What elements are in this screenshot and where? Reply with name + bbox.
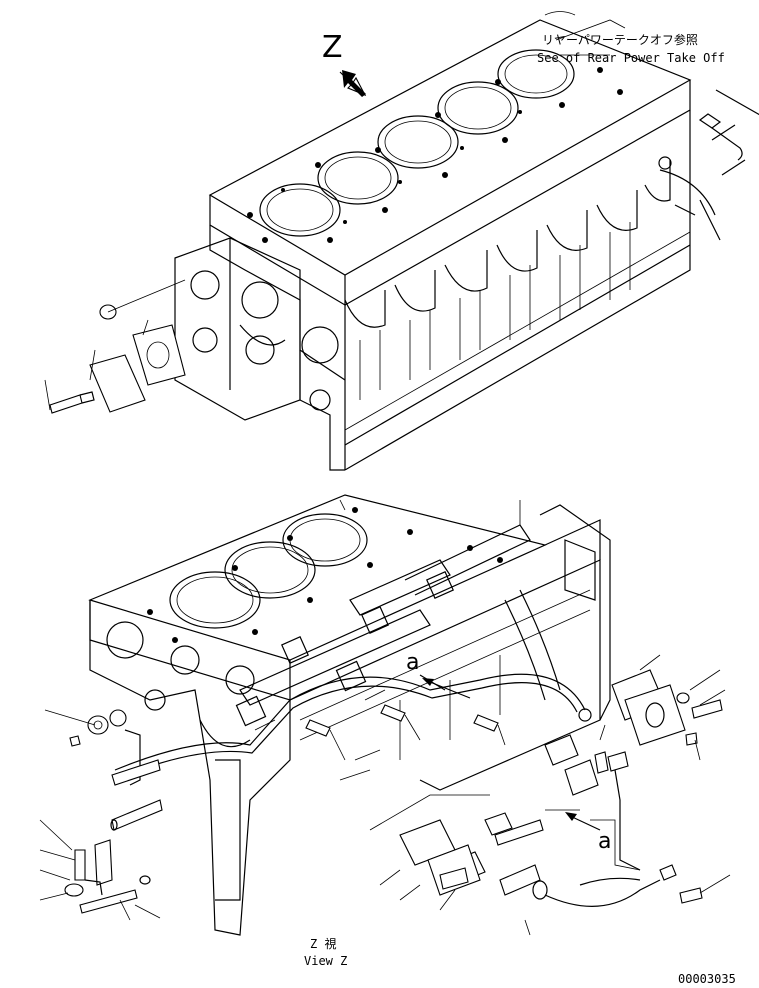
sensor-harness-top	[658, 89, 759, 241]
drawing-number: 00003035	[678, 972, 736, 986]
view-caption-japanese: Z 視	[310, 937, 337, 951]
view-letter-z: Z	[322, 30, 343, 65]
cylinder-bores-bottom	[169, 513, 368, 629]
connector-parts	[369, 794, 731, 936]
front-face-top	[174, 237, 339, 421]
parts-top-left	[44, 279, 186, 414]
view-caption-english: View Z	[304, 954, 348, 968]
front-face-bottom	[89, 600, 291, 936]
parts-bottom-left	[39, 709, 163, 921]
view-z-arrow	[339, 70, 367, 97]
reference-note-japanese: リヤーパワーテークオフ参照	[542, 33, 698, 47]
a-arrows	[422, 678, 601, 831]
crank-bays-top	[344, 160, 671, 400]
engine-block-bottom	[39, 494, 731, 936]
cylinder-bores-top	[259, 49, 575, 237]
pipe-assembly	[114, 673, 592, 779]
bolts-middle	[254, 689, 506, 761]
parts-bottom-right	[544, 654, 726, 871]
callout-a-bottom: a	[598, 829, 612, 854]
oil-rail	[235, 524, 531, 727]
reference-note-english: See of Rear Power Take Off	[537, 51, 725, 65]
engine-block-top	[44, 11, 759, 471]
callout-a-top: a	[406, 650, 420, 675]
